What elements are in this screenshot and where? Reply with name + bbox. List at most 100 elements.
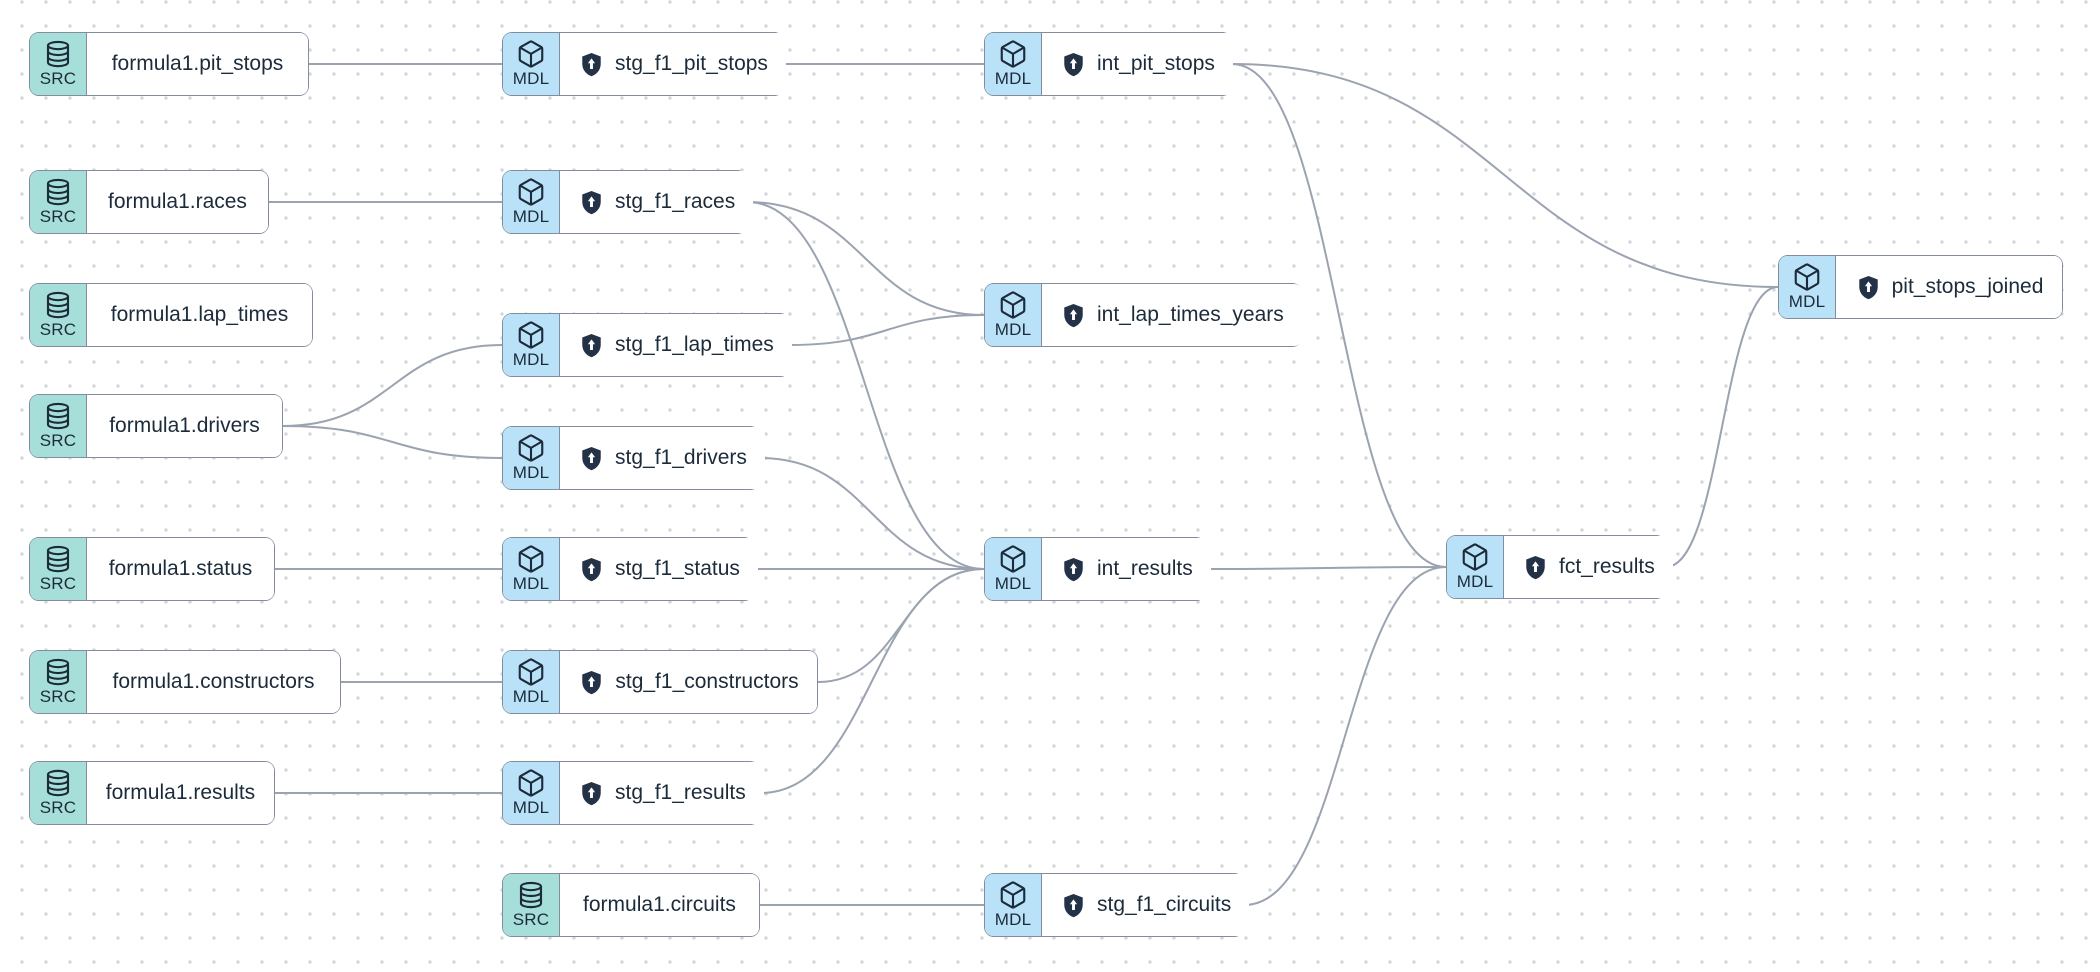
node-label-area: stg_f1_drivers (560, 427, 765, 489)
cube-icon (518, 40, 544, 68)
node-type-badge: SRC (30, 284, 87, 346)
node-label: stg_f1_constructors (615, 670, 799, 693)
src-formula1-status[interactable]: SRC formula1.status (29, 537, 275, 601)
node-type-badge: MDL (985, 284, 1042, 346)
mdl-stg-f1-pit-stops[interactable]: MDL stg_f1_pit_stops (502, 32, 786, 96)
node-label-area: formula1.status (87, 538, 274, 600)
node-type-label: SRC (39, 798, 77, 818)
node-type-badge: MDL (503, 651, 560, 713)
node-type-badge: SRC (30, 538, 87, 600)
node-label-area: int_results (1042, 538, 1211, 600)
node-label-area: formula1.drivers (87, 395, 282, 457)
shield-icon (1064, 303, 1083, 327)
node-label-area: formula1.circuits (560, 874, 759, 936)
shield-icon (1064, 52, 1083, 76)
mdl-pit-stops-joined[interactable]: MDL pit_stops_joined (1778, 255, 2063, 319)
database-icon (46, 402, 70, 430)
src-formula1-results[interactable]: SRC formula1.results (29, 761, 275, 825)
edge-mdl-stg-f1-races-to-mdl-int-lap-times-years (746, 201, 985, 316)
node-type-label: SRC (39, 320, 77, 340)
shield-icon (1526, 555, 1545, 579)
node-label-area: formula1.pit_stops (87, 33, 308, 95)
node-label-area: formula1.races (87, 171, 268, 233)
mdl-stg-f1-results[interactable]: MDL stg_f1_results (502, 761, 764, 825)
node-type-badge: MDL (503, 33, 560, 95)
src-formula1-drivers[interactable]: SRC formula1.drivers (29, 394, 283, 458)
node-type-badge: SRC (30, 762, 87, 824)
mdl-int-results[interactable]: MDL int_results (984, 537, 1211, 601)
node-label: int_pit_stops (1097, 52, 1215, 75)
shield-icon (582, 333, 601, 357)
shield-icon (582, 557, 601, 581)
node-type-label: MDL (512, 207, 550, 227)
mdl-fct-results[interactable]: MDL fct_results (1446, 535, 1673, 599)
cube-icon (518, 769, 544, 797)
node-type-badge: SRC (503, 874, 560, 936)
node-type-label: MDL (512, 69, 550, 89)
edge-src-formula1-drivers-to-mdl-stg-f1-drivers (282, 425, 503, 459)
cube-icon (1000, 545, 1026, 573)
node-label: fct_results (1559, 555, 1655, 578)
node-type-label: MDL (512, 687, 550, 707)
node-type-badge: MDL (1779, 256, 1836, 318)
mdl-stg-f1-lap-times[interactable]: MDL stg_f1_lap_times (502, 313, 792, 377)
node-label-area: stg_f1_lap_times (560, 314, 792, 376)
node-type-label: SRC (39, 574, 77, 594)
node-label: stg_f1_results (615, 781, 746, 804)
src-formula1-races[interactable]: SRC formula1.races (29, 170, 269, 234)
database-icon (46, 545, 70, 573)
node-label: int_lap_times_years (1097, 303, 1284, 326)
node-type-badge: MDL (503, 762, 560, 824)
mdl-int-pit-stops[interactable]: MDL int_pit_stops (984, 32, 1233, 96)
node-label: formula1.races (108, 190, 247, 213)
mdl-int-lap-times-years[interactable]: MDL int_lap_times_years (984, 283, 1302, 347)
cube-icon (518, 434, 544, 462)
database-icon (46, 40, 70, 68)
src-formula1-pit-stops[interactable]: SRC formula1.pit_stops (29, 32, 309, 96)
edge-mdl-stg-f1-results-to-mdl-int-results (759, 568, 985, 794)
node-type-label: SRC (39, 207, 77, 227)
src-formula1-circuits[interactable]: SRC formula1.circuits (502, 873, 760, 937)
database-icon (46, 291, 70, 319)
src-formula1-lap-times[interactable]: SRC formula1.lap_times (29, 283, 313, 347)
edge-mdl-fct-results-to-mdl-pit-stops-joined (1665, 286, 1779, 568)
shield-icon (582, 446, 601, 470)
cube-icon (518, 178, 544, 206)
node-label: formula1.circuits (583, 893, 736, 916)
node-label: formula1.results (105, 781, 256, 804)
mdl-stg-f1-constructors[interactable]: MDL stg_f1_constructors (502, 650, 818, 714)
node-label: int_results (1097, 557, 1193, 580)
node-label: stg_f1_drivers (615, 446, 747, 469)
node-label: pit_stops_joined (1891, 275, 2044, 298)
shield-icon (582, 52, 601, 76)
database-icon (46, 178, 70, 206)
node-label: stg_f1_races (615, 190, 736, 213)
shield-icon (1064, 557, 1083, 581)
node-label-area: formula1.lap_times (87, 284, 312, 346)
node-type-label: MDL (994, 69, 1032, 89)
edge-mdl-stg-f1-races-to-mdl-int-results (746, 201, 985, 570)
mdl-stg-f1-status[interactable]: MDL stg_f1_status (502, 537, 758, 601)
src-formula1-constructors[interactable]: SRC formula1.constructors (29, 650, 341, 714)
node-label: formula1.drivers (109, 414, 260, 437)
edge-mdl-stg-f1-circuits-to-mdl-fct-results (1243, 566, 1447, 906)
mdl-stg-f1-circuits[interactable]: MDL stg_f1_circuits (984, 873, 1250, 937)
node-label-area: int_lap_times_years (1042, 284, 1302, 346)
node-type-badge: MDL (985, 874, 1042, 936)
node-type-label: MDL (1456, 572, 1494, 592)
node-type-label: MDL (994, 574, 1032, 594)
cube-icon (1000, 291, 1026, 319)
node-label: stg_f1_status (615, 557, 740, 580)
node-label-area: formula1.results (87, 762, 274, 824)
node-label-area: pit_stops_joined (1836, 256, 2062, 318)
edge-mdl-stg-f1-drivers-to-mdl-int-results (759, 457, 985, 570)
node-type-badge: MDL (503, 314, 560, 376)
node-label: formula1.pit_stops (111, 52, 284, 75)
cube-icon (1462, 543, 1488, 571)
cube-icon (1000, 40, 1026, 68)
node-type-badge: MDL (1447, 536, 1504, 598)
mdl-stg-f1-drivers[interactable]: MDL stg_f1_drivers (502, 426, 765, 490)
mdl-stg-f1-races[interactable]: MDL stg_f1_races (502, 170, 754, 234)
